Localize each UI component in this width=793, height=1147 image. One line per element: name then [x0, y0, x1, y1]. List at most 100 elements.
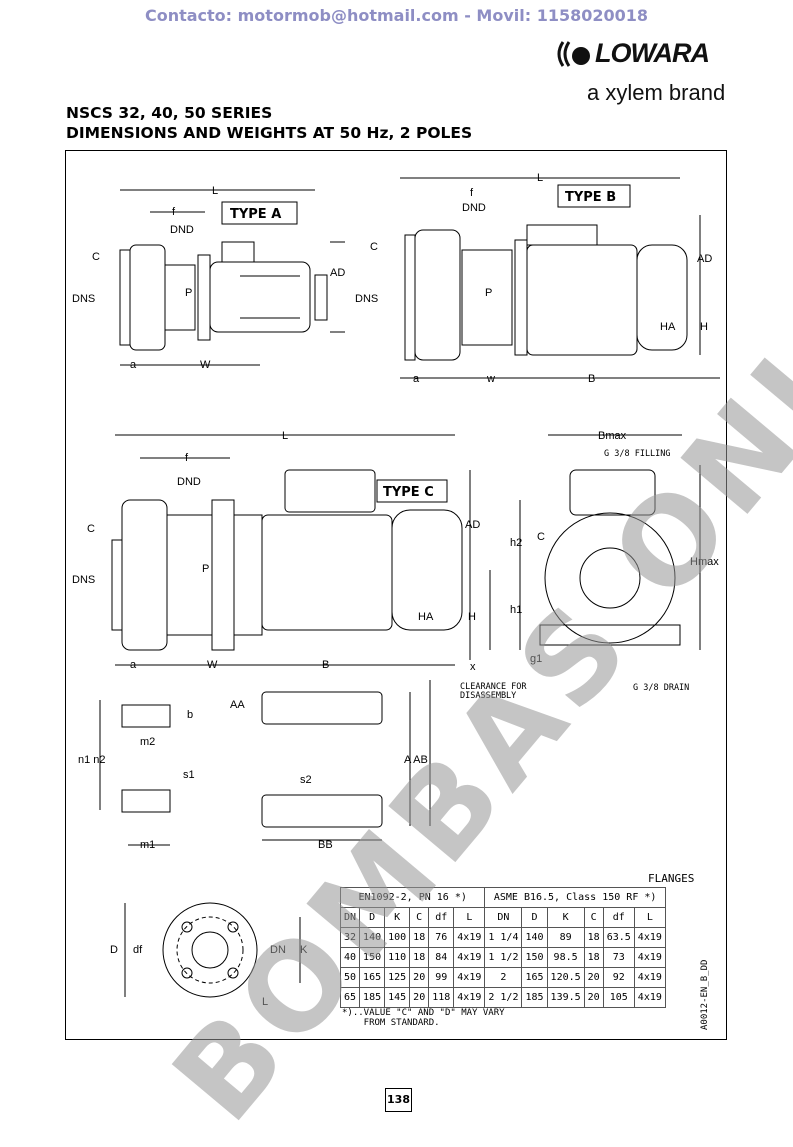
group-header: EN1092-2, PN 16 *): [339, 887, 486, 908]
table-cell: 65: [339, 987, 361, 1008]
dim-label: DN: [270, 944, 286, 956]
dim-label: s2: [300, 774, 312, 786]
column-header: df: [428, 907, 455, 928]
dim-label: Bmax: [598, 430, 627, 442]
table-cell: 20: [409, 967, 430, 988]
table-cell: 2: [484, 967, 523, 988]
table-cell: 50: [339, 967, 361, 988]
table-cell: 98.5: [546, 947, 585, 968]
table-cell: 1 1/4: [484, 927, 523, 948]
dim-label: L: [262, 996, 268, 1008]
dim-label: L: [537, 172, 543, 184]
side-view-drawing: [519, 434, 701, 650]
table-cell: 32: [339, 927, 361, 948]
dim-label: f: [470, 187, 474, 199]
dim-label: a: [130, 659, 137, 671]
feet-drawings: [99, 680, 431, 846]
drawing-code: A0012-EN_B_DD: [700, 959, 710, 1030]
technical-drawings: TYPE A L f DND C DNS P AD a W TYPE B L f…: [72, 172, 720, 1008]
table-cell: 4x19: [453, 967, 486, 988]
dim-label: HA: [418, 611, 434, 623]
dim-label: HA: [660, 321, 676, 333]
dim-label: a: [130, 359, 137, 371]
table-cell: 99: [428, 967, 455, 988]
column-header: DN: [339, 907, 361, 928]
dim-label: K: [300, 944, 308, 956]
dim-label: w: [486, 373, 495, 385]
flanges-note: *)..VALUE "C" AND "D" MAY VARY FROM STAN…: [342, 1008, 505, 1028]
dim-label: h2: [510, 537, 522, 549]
table-cell: 4x19: [453, 987, 486, 1008]
table-cell: 4x19: [633, 927, 666, 948]
dim-label: H: [468, 611, 476, 623]
dim-label: df: [133, 944, 143, 956]
contact-header: Contacto: motormob@hotmail.com - Movil: …: [144, 6, 649, 25]
dim-label: g1: [530, 653, 542, 665]
dim-label: L: [212, 185, 218, 197]
dim-label: C: [537, 531, 545, 543]
dim-label: a: [413, 373, 420, 385]
clearance-note: CLEARANCE FOR: [460, 682, 527, 692]
dim-label: A AB: [404, 754, 428, 766]
table-cell: 92: [602, 967, 635, 988]
dim-label: B: [322, 659, 329, 671]
filling-note: G 3/8 FILLING: [604, 449, 671, 459]
table-cell: 120.5: [546, 967, 585, 988]
table-cell: 89: [546, 927, 585, 948]
type-c-label: TYPE C: [383, 485, 434, 500]
dim-label: DND: [170, 224, 194, 236]
table-cell: 18: [409, 927, 430, 948]
table-cell: 84: [428, 947, 455, 968]
table-cell: 18: [409, 947, 430, 968]
dim-label: f: [172, 206, 176, 218]
dim-label: Hmax: [690, 556, 719, 568]
dim-label: x: [470, 661, 476, 673]
type-a-label: TYPE A: [230, 207, 281, 222]
table-cell: 63.5: [602, 927, 635, 948]
column-header: D: [521, 907, 548, 928]
table-cell: 140: [521, 927, 548, 948]
table-cell: 18: [583, 947, 604, 968]
table-cell: 139.5: [546, 987, 585, 1008]
dim-label: P: [485, 287, 492, 299]
dim-label: W: [200, 359, 211, 371]
column-header: L: [633, 907, 666, 928]
dim-label: DNS: [355, 293, 378, 305]
dim-label: P: [185, 287, 192, 299]
table-cell: 105: [602, 987, 635, 1008]
column-header: C: [583, 907, 604, 928]
dim-label: h1: [510, 604, 522, 616]
dim-label: L: [282, 430, 288, 442]
table-cell: 150: [521, 947, 548, 968]
dim-label: D: [110, 944, 118, 956]
table-cell: 1 1/2: [484, 947, 523, 968]
table-cell: 118: [428, 987, 455, 1008]
dim-label: f: [185, 452, 189, 464]
table-cell: 4x19: [633, 987, 666, 1008]
logo-sub: a xylem brand: [587, 80, 726, 105]
flanges-table: EN1092-2, PN 16 *) ASME B16.5, Class 150…: [339, 887, 666, 1008]
drain-note: G 3/8 DRAIN: [633, 683, 689, 693]
dim-label: n1 n2: [78, 754, 106, 766]
dim-label: DND: [177, 476, 201, 488]
dim-label: P: [202, 563, 209, 575]
table-cell: 73: [602, 947, 635, 968]
clearance-note: DISASSEMBLY: [460, 691, 516, 701]
title-line-2: DIMENSIONS AND WEIGHTS AT 50 Hz, 2 POLES: [66, 124, 473, 142]
table-cell: 18: [583, 927, 604, 948]
type-c-drawing: [111, 434, 491, 666]
dim-label: b: [187, 709, 193, 721]
dim-label: C: [92, 251, 100, 263]
type-a-drawing: [119, 189, 345, 366]
dim-label: C: [370, 241, 378, 253]
table-cell: 125: [384, 967, 411, 988]
table-cell: 100: [384, 927, 411, 948]
column-header: DN: [484, 907, 523, 928]
type-b-drawing: [400, 177, 720, 379]
table-cell: 140: [359, 927, 386, 948]
